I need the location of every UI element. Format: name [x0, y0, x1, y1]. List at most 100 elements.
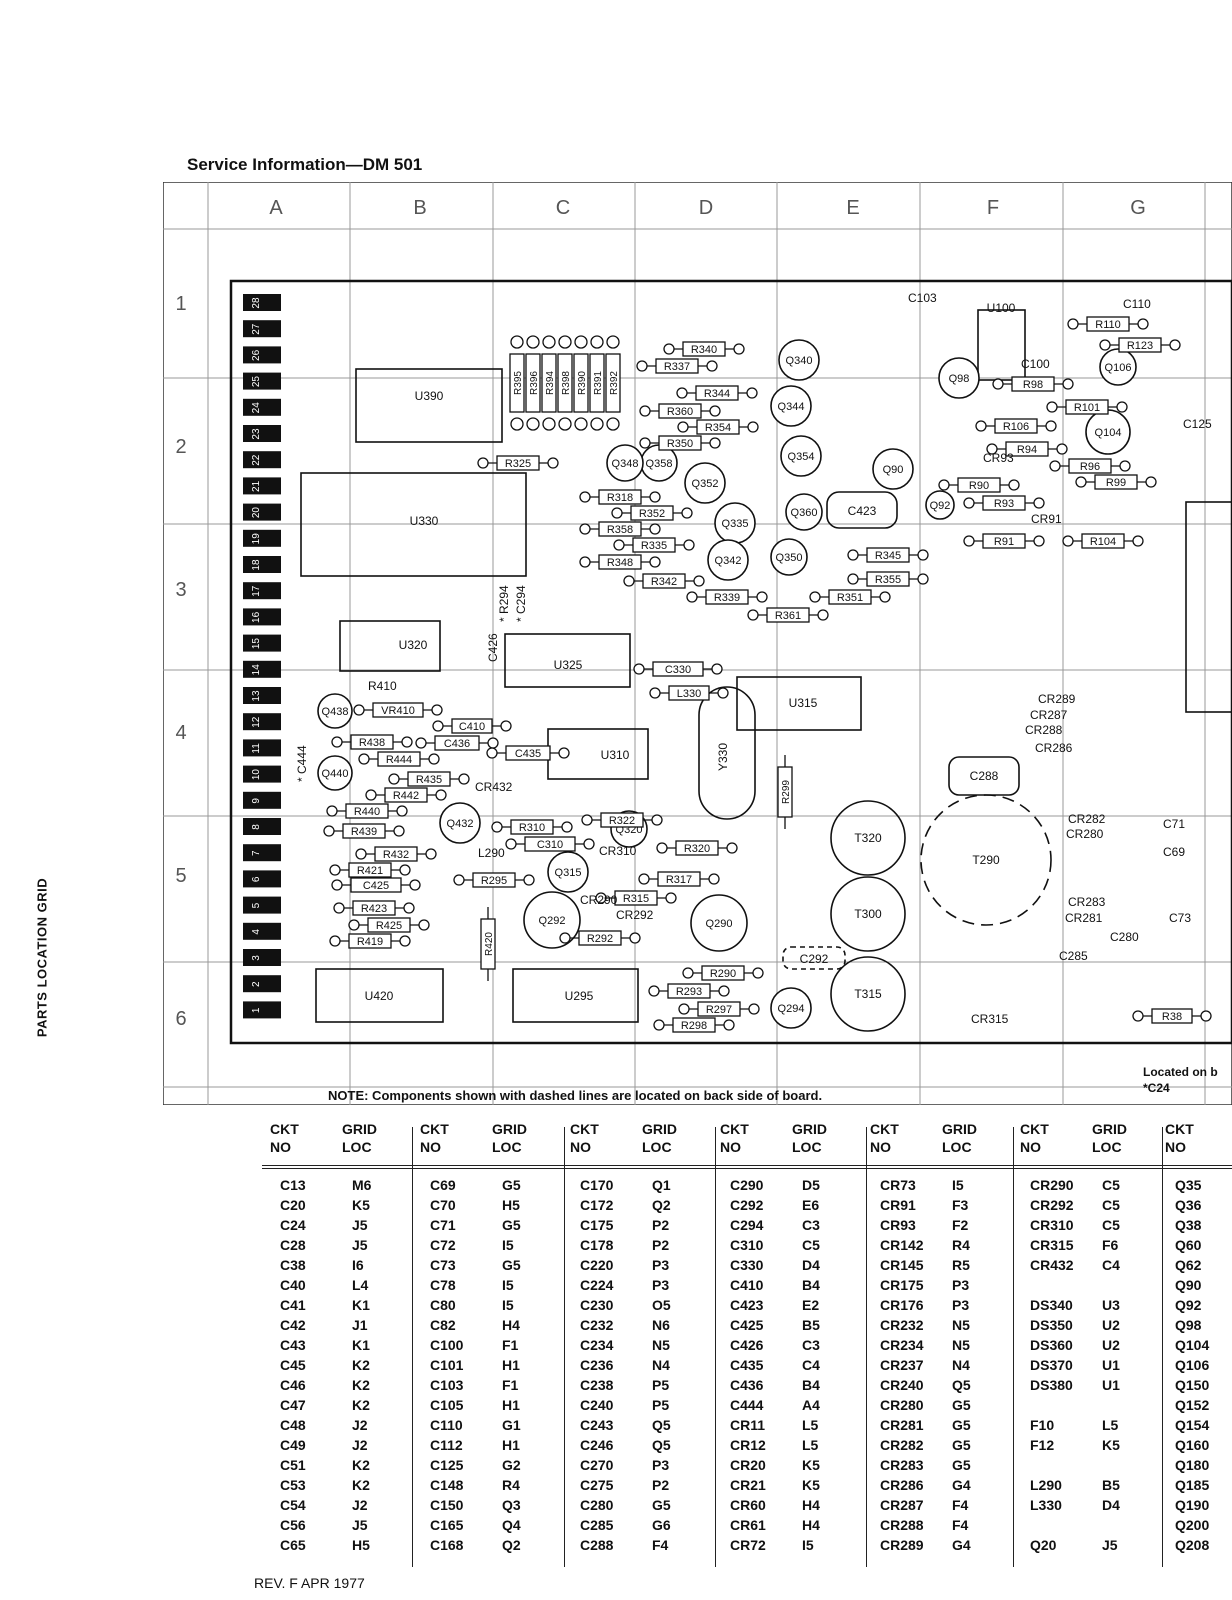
label-c100: C100 — [1021, 357, 1050, 371]
ckt-no: CR287 — [880, 1497, 924, 1513]
svg-text:R318: R318 — [607, 492, 633, 504]
grid-loc: P2 — [652, 1477, 670, 1493]
located-note-sub: *C24 — [1143, 1081, 1170, 1095]
grid-loc: G4 — [952, 1537, 971, 1553]
ckt-no: DS360 — [1030, 1337, 1073, 1353]
part-r317: R317 — [638, 871, 720, 887]
part-r395: R395 — [509, 335, 525, 431]
svg-text:R322: R322 — [609, 815, 635, 827]
grid-loc: I6 — [352, 1257, 364, 1273]
grid-loc: J1 — [352, 1317, 368, 1333]
grid-loc: G5 — [952, 1437, 971, 1453]
ckt-no: C236 — [580, 1357, 614, 1373]
capacitor-c288 — [948, 756, 1020, 796]
grid-loc: O5 — [652, 1297, 671, 1313]
svg-text:21: 21 — [251, 480, 262, 492]
svg-text:Q350: Q350 — [776, 552, 803, 564]
part-r351: R351 — [809, 589, 891, 605]
grid-loc: H1 — [502, 1437, 520, 1453]
table-row: Q180 — [1165, 1457, 1232, 1477]
label-u330: U330 — [410, 514, 439, 528]
table-row — [1020, 1397, 1120, 1417]
svg-text:15: 15 — [251, 638, 262, 650]
transistor-q352: Q352 — [684, 462, 726, 504]
table-row — [1020, 1277, 1120, 1297]
transistor-q290: Q290 — [690, 894, 748, 952]
table-row: Q185 — [1165, 1477, 1232, 1497]
edge-pin-21: 21 — [243, 477, 281, 495]
svg-text:R345: R345 — [875, 550, 901, 562]
ckt-no: C110 — [430, 1417, 463, 1433]
transistor-q342: Q342 — [707, 539, 749, 581]
ckt-no: C294 — [730, 1217, 764, 1233]
ckt-no: C48 — [280, 1417, 306, 1433]
grid-loc: G5 — [952, 1457, 971, 1473]
part-r101: R101 — [1046, 399, 1128, 415]
ckt-no: Q200 — [1175, 1517, 1210, 1533]
grid-loc: P5 — [652, 1397, 670, 1413]
ckt-no: Q208 — [1175, 1537, 1210, 1553]
ckt-no: CR286 — [880, 1477, 924, 1493]
part-r394: R394 — [541, 335, 557, 431]
svg-text:R320: R320 — [684, 843, 710, 855]
ckt-no: Q98 — [1175, 1317, 1202, 1333]
svg-text:R420: R420 — [484, 932, 495, 956]
ic-u390 — [355, 368, 503, 443]
label-t320: T320 — [854, 831, 882, 845]
svg-text:R90: R90 — [969, 480, 989, 492]
grid-loc: G5 — [952, 1417, 971, 1433]
ckt-no: Q90 — [1175, 1277, 1202, 1293]
grid-loc: R4 — [502, 1477, 520, 1493]
grid-loc: Q3 — [502, 1497, 521, 1513]
ic-u420 — [315, 968, 444, 1023]
grid-loc: H4 — [802, 1497, 820, 1513]
grid-col-a: A — [269, 197, 283, 219]
part-r38: R38 — [1132, 1008, 1212, 1024]
grid-loc: Q5 — [652, 1417, 671, 1433]
svg-text:R419: R419 — [357, 936, 383, 948]
ckt-no: CR72 — [730, 1537, 766, 1553]
ckt-no: C41 — [280, 1297, 306, 1313]
ckt-no: CR61 — [730, 1517, 766, 1533]
grid-loc: P2 — [652, 1237, 670, 1253]
ckt-no: CR60 — [730, 1497, 766, 1513]
grid-loc: P3 — [652, 1457, 670, 1473]
grid-row-5: 5 — [175, 865, 186, 887]
ckt-no: L330 — [1030, 1497, 1062, 1513]
ckt-no: F12 — [1030, 1437, 1055, 1453]
transistor-q294: Q294 — [770, 987, 812, 1029]
ckt-no: C170 — [580, 1177, 614, 1193]
ckt-no: CR93 — [880, 1217, 916, 1233]
ckt-no: CR315 — [1030, 1237, 1074, 1253]
grid-loc: K1 — [352, 1337, 370, 1353]
table-row: Q150 — [1165, 1377, 1232, 1397]
label-c110: C110 — [1123, 297, 1151, 311]
part-r432: R432 — [355, 846, 437, 862]
label-c103: C103 — [908, 291, 937, 305]
part-r423: R423 — [333, 900, 415, 916]
ckt-no: C72 — [430, 1237, 456, 1253]
part-r322: R322 — [581, 812, 663, 828]
svg-text:R104: R104 — [1090, 536, 1116, 548]
